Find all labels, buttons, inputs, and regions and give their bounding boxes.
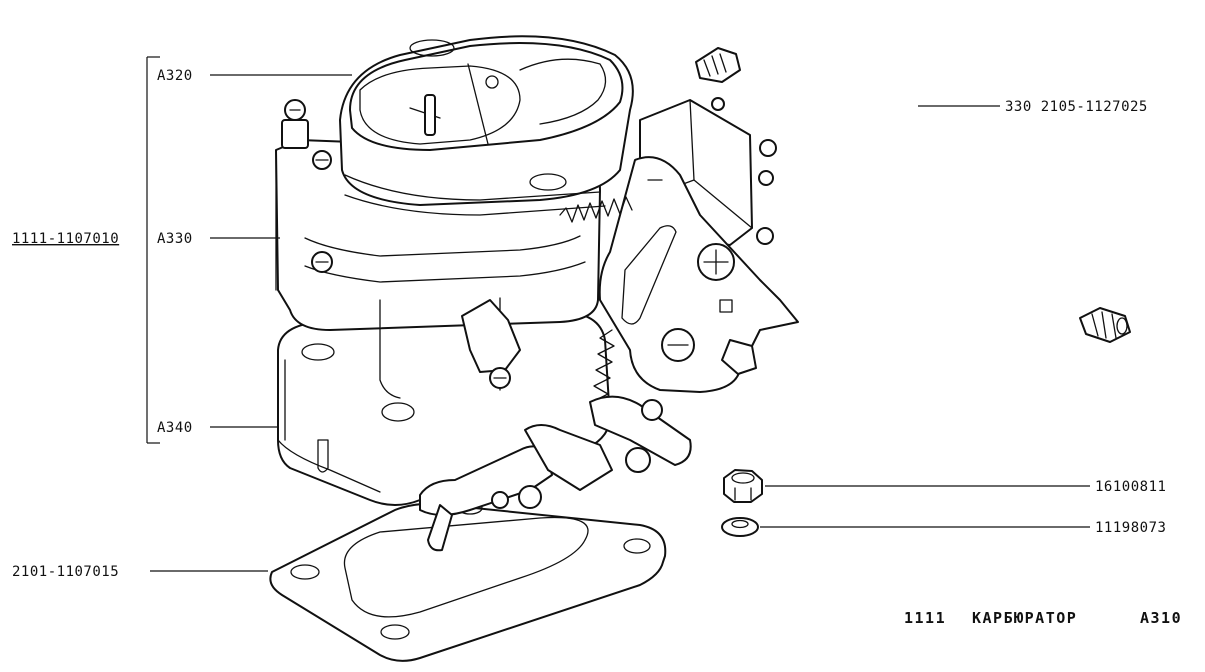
flange-gasket-drawing bbox=[269, 501, 667, 662]
throttle-linkage-drawing bbox=[598, 156, 799, 393]
group-bracket bbox=[146, 56, 160, 444]
label-assembly-number: 1111-1107010 bbox=[12, 231, 119, 247]
label-hose-number: 330 2105-1127025 bbox=[1005, 99, 1148, 115]
nut-drawing bbox=[723, 469, 763, 503]
caption-model: 1111 bbox=[904, 609, 946, 627]
caption-name: КАРБЮРАТОР bbox=[972, 609, 1077, 627]
washer-drawing bbox=[721, 517, 759, 537]
fuel-hose-drawing bbox=[695, 44, 1131, 343]
label-a330: A330 bbox=[157, 231, 193, 247]
diagram-caption: 1111 КАРБЮРАТОР A310 bbox=[904, 609, 1182, 627]
label-a340: A340 bbox=[157, 420, 193, 436]
leader-lines bbox=[150, 74, 1090, 572]
return-spring-drawing bbox=[559, 196, 633, 403]
caption-code: A310 bbox=[1140, 609, 1182, 627]
label-washer-number: 11198073 bbox=[1095, 520, 1166, 536]
label-a320: A320 bbox=[157, 68, 193, 84]
label-gasket-number: 2101-1107015 bbox=[12, 564, 119, 580]
lower-lever-drawing bbox=[419, 299, 692, 552]
label-nut-number: 16100811 bbox=[1095, 479, 1166, 495]
air-horn-cover-drawing bbox=[339, 35, 634, 216]
